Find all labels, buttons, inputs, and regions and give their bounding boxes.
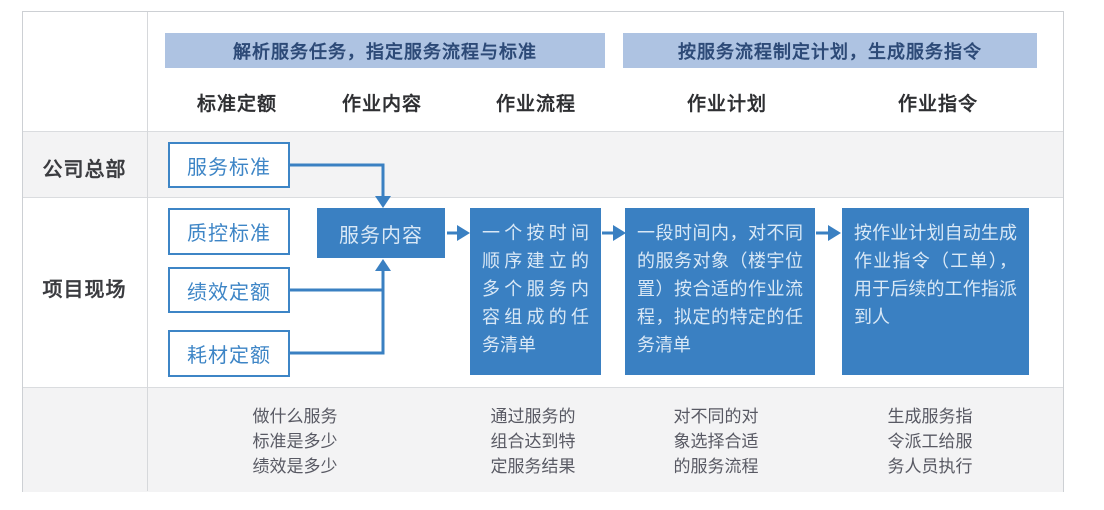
column-header-work-content: 作业内容	[341, 94, 422, 115]
column-header-work-flow: 作业流程	[495, 94, 576, 115]
box-service-content: 服务内容	[317, 208, 445, 258]
label-column-divider	[147, 12, 148, 491]
banner-parse-tasks: 解析服务任务，指定服务流程与标准	[165, 33, 605, 68]
footnote-standard-quota: 做什么服务 标准是多少 绩效是多少	[252, 407, 338, 476]
box-service-standard: 服务标准	[168, 142, 290, 188]
column-header-work-plan: 作业计划	[686, 94, 767, 115]
box-performance-quota: 绩效定额	[168, 267, 290, 313]
footnote-row-band	[23, 387, 1063, 492]
footnote-work-plan: 对不同的对 象选择合适 的服务流程	[673, 407, 759, 476]
row-label-project-site: 项目现场	[42, 279, 127, 301]
box-work-order-description: 按作业计划自动生成作业指令（工单），用于后续的工作指派到人	[842, 208, 1029, 375]
box-qc-standard: 质控标准	[168, 208, 290, 255]
box-work-flow-description: 一个按时间顺序建立的多个服务内容组成的任务清单	[470, 208, 601, 375]
column-header-standard-quota: 标准定额	[196, 94, 277, 115]
banner-make-plan: 按服务流程制定计划，生成服务指令	[623, 33, 1037, 68]
column-header-work-order: 作业指令	[897, 94, 978, 115]
box-consumable-quota: 耗材定额	[168, 330, 290, 377]
footnote-work-order: 生成服务指 令派工给服 务人员执行	[887, 407, 973, 476]
footnote-work-flow: 通过服务的 组合达到特 定服务结果	[490, 407, 576, 476]
row-label-company-hq: 公司总部	[42, 159, 127, 181]
box-work-plan-description: 一段时间内，对不同的服务对象（楼宇位置）按合适的作业流程，拟定的特定的任务清单	[625, 208, 815, 375]
